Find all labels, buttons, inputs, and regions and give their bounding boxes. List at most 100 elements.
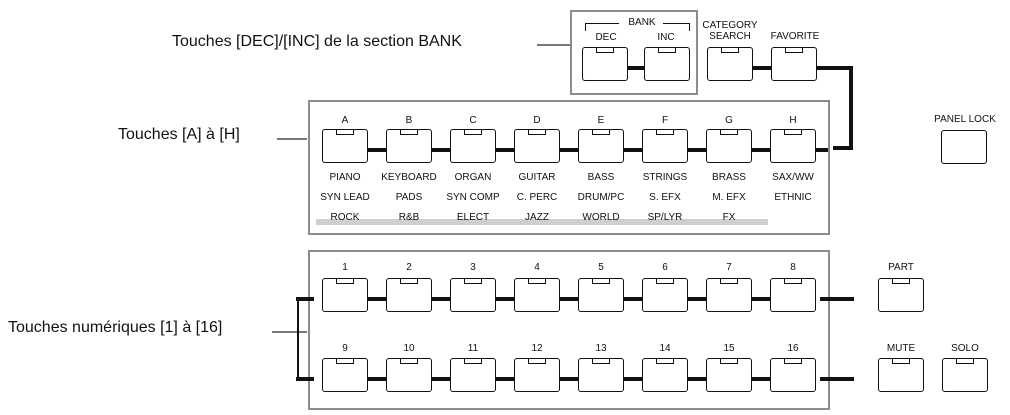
category-search-button[interactable] — [707, 47, 753, 81]
number-key-connector — [752, 377, 770, 381]
solo-label: SOLO — [951, 343, 979, 354]
category-key-b[interactable] — [386, 129, 432, 163]
number-key-connector — [560, 297, 578, 301]
category-key-led — [784, 129, 802, 135]
category-name-3: ELECT — [456, 212, 490, 223]
callout-category-keys: Touches [A] à [H] — [118, 126, 240, 143]
row1-right-stub — [820, 297, 854, 301]
number-key-led — [528, 358, 546, 364]
category-key-connector — [432, 148, 450, 152]
inc-button[interactable] — [644, 47, 690, 81]
number-key-led — [464, 358, 482, 364]
category-key-letter-h: H — [789, 115, 797, 126]
leader-line-bank — [537, 44, 570, 46]
category-name-2: SYN LEAD — [320, 192, 370, 203]
category-key-letter-c: C — [469, 115, 477, 126]
number-key-led — [720, 278, 738, 284]
category-name-1: BASS — [587, 172, 615, 183]
dec-button[interactable] — [582, 47, 628, 81]
number-key-11[interactable] — [450, 358, 496, 392]
category-key-c[interactable] — [450, 129, 496, 163]
number-key-connector — [624, 377, 642, 381]
number-key-led — [784, 358, 802, 364]
category-key-letter-g: G — [725, 115, 733, 126]
number-key-14[interactable] — [642, 358, 688, 392]
category-section-frame — [308, 100, 830, 235]
number-key-label-9: 9 — [342, 343, 348, 354]
category-name-3: WORLD — [582, 212, 620, 223]
dec-led — [596, 47, 614, 53]
category-key-connector — [560, 148, 578, 152]
number-key-7[interactable] — [706, 278, 752, 312]
category-name-3: ROCK — [330, 212, 360, 223]
number-key-connector — [432, 297, 450, 301]
number-key-label-16: 16 — [787, 343, 799, 354]
number-key-label-3: 3 — [470, 262, 476, 273]
category-key-led — [592, 129, 610, 135]
number-key-connector — [688, 377, 706, 381]
bank-connector — [628, 66, 644, 70]
category-name-3: FX — [722, 212, 736, 223]
favorite-label: FAVORITE — [770, 31, 820, 42]
favorite-button[interactable] — [771, 47, 817, 81]
category-name-1: BRASS — [712, 172, 746, 183]
part-label: PART — [888, 262, 914, 273]
number-key-10[interactable] — [386, 358, 432, 392]
number-key-16[interactable] — [770, 358, 816, 392]
number-key-15[interactable] — [706, 358, 752, 392]
solo-button[interactable] — [942, 358, 988, 392]
callout-number-keys: Touches numériques [1] à [16] — [8, 319, 223, 336]
number-key-5[interactable] — [578, 278, 624, 312]
category-key-letter-b: B — [405, 115, 413, 126]
number-key-label-15: 15 — [723, 343, 735, 354]
number-keys-section-frame — [308, 250, 830, 410]
category-key-led — [720, 129, 738, 135]
category-name-2: PADS — [395, 192, 423, 203]
category-key-e[interactable] — [578, 129, 624, 163]
number-key-connector — [624, 297, 642, 301]
category-key-letter-f: F — [661, 115, 669, 126]
number-key-label-7: 7 — [726, 262, 732, 273]
number-key-4[interactable] — [514, 278, 560, 312]
category-key-a[interactable] — [322, 129, 368, 163]
number-key-connector — [560, 377, 578, 381]
number-key-13[interactable] — [578, 358, 624, 392]
category-key-connector — [816, 148, 828, 152]
number-key-9[interactable] — [322, 358, 368, 392]
number-key-led — [336, 278, 354, 284]
callout-bank-keys: Touches [DEC]/[INC] de la section BANK — [172, 33, 462, 50]
number-key-3[interactable] — [450, 278, 496, 312]
category-key-h[interactable] — [770, 129, 816, 163]
favorite-drop-line — [849, 66, 853, 150]
panel-lock-button[interactable] — [941, 130, 987, 164]
number-key-label-8: 8 — [790, 262, 796, 273]
category-name-1: ORGAN — [454, 172, 492, 183]
category-key-f[interactable] — [642, 129, 688, 163]
number-key-2[interactable] — [386, 278, 432, 312]
mute-button[interactable] — [878, 358, 924, 392]
leader-line-category — [277, 138, 307, 140]
panel-lock-label: PANEL LOCK — [934, 114, 996, 125]
number-key-connector — [368, 377, 386, 381]
number-key-8[interactable] — [770, 278, 816, 312]
category-key-d[interactable] — [514, 129, 560, 163]
category-name-3: JAZZ — [525, 212, 549, 223]
bank-title-text: BANK — [628, 17, 656, 28]
inc-label: INC — [657, 32, 675, 43]
category-name-2: S. EFX — [649, 192, 681, 203]
number-key-12[interactable] — [514, 358, 560, 392]
favorite-connector — [817, 66, 853, 70]
category-key-g[interactable] — [706, 129, 752, 163]
category-return-line — [833, 146, 853, 150]
category-name-2: DRUM/PC — [577, 192, 625, 203]
number-key-1[interactable] — [322, 278, 368, 312]
part-button[interactable] — [878, 278, 924, 312]
category-name-1: PIANO — [329, 172, 361, 183]
number-key-led — [592, 358, 610, 364]
number-key-6[interactable] — [642, 278, 688, 312]
favorite-led — [785, 47, 803, 53]
category-search-label-line2: SEARCH — [709, 31, 751, 42]
category-key-led — [528, 129, 546, 135]
category-name-3: SP/LYR — [647, 212, 683, 223]
